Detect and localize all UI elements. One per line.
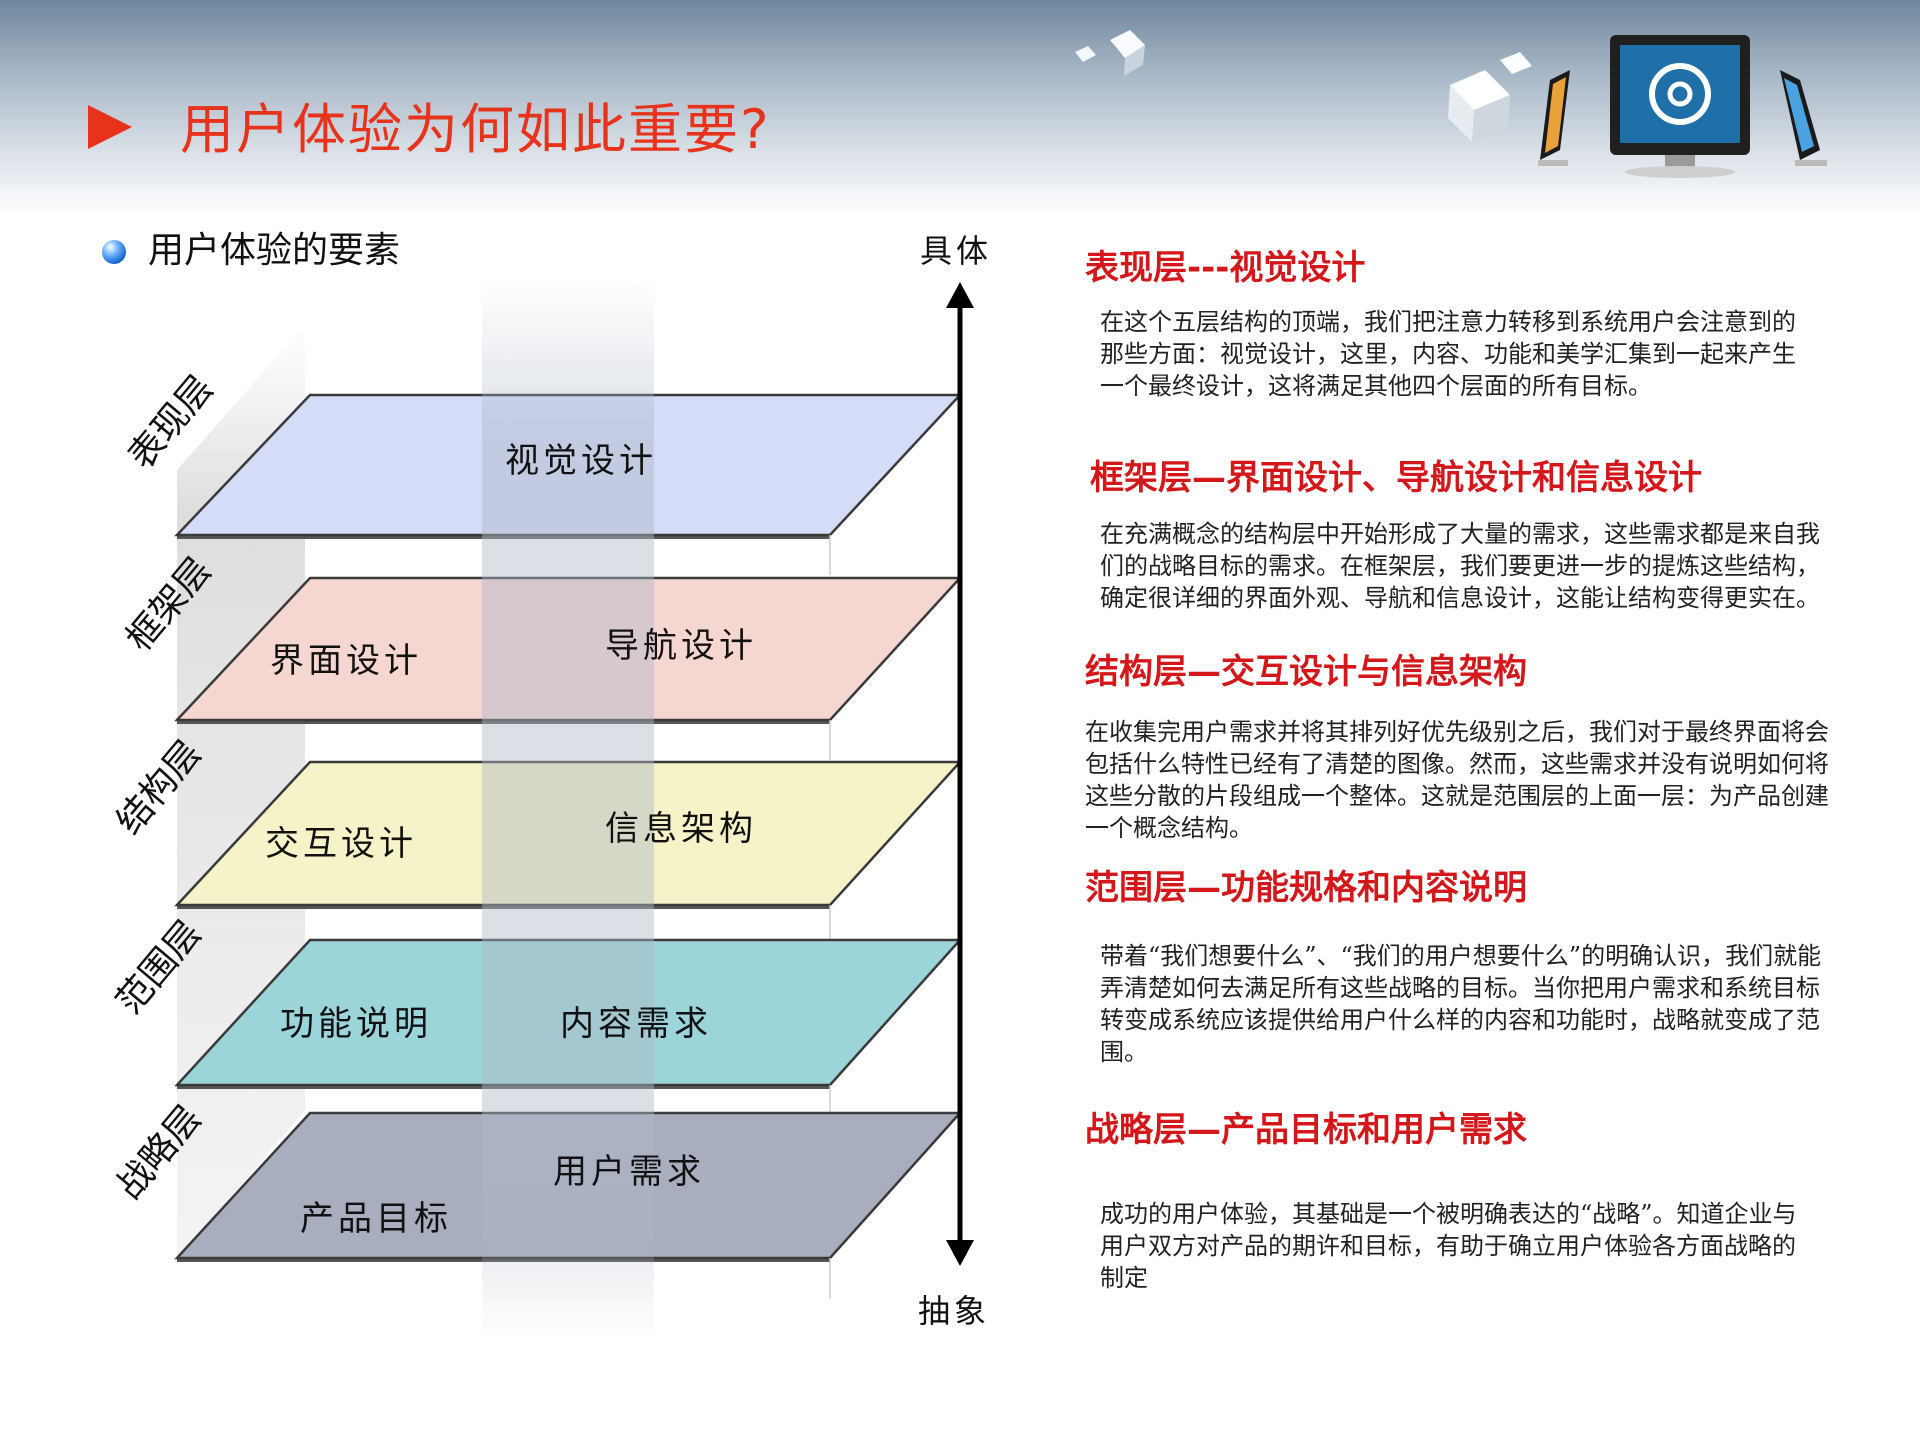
desc-title-structure: 结构层—交互设计与信息架构 [1085,652,1527,692]
desc-text-scope: 带着“我们想要什么”、“我们的用户想要什么”的明确认识，我们就能弄清楚如何去满足… [1100,942,1822,1066]
axis-up-arrow-icon [946,282,974,308]
desc-title-surface: 表现层---视觉设计 [1085,248,1366,288]
layer-cell-label: 产品目标 [300,1199,452,1239]
axis-down-arrow-icon [946,1240,974,1266]
header-band [0,0,1920,215]
monitor-icon [1538,70,1570,166]
monitor-icon [1780,70,1827,166]
cube-icon [1448,52,1532,142]
desc-title-scope: 范围层—功能规格和内容说明 [1085,868,1527,908]
desc-text-skeleton: 在充满概念的结构层中开始形成了大量的需求，这些需求都是来自我们的战略目标的需求。… [1100,520,1820,612]
desc-title-strategy: 战略层—产品目标和用户需求 [1085,1110,1527,1150]
header-illustration [1075,30,1827,178]
section-heading: 用户体验的要素 [148,230,401,271]
bullet-icon [102,240,126,264]
desc-title-skeleton: 框架层—界面设计、导航设计和信息设计 [1090,458,1702,498]
vertical-beam [482,280,654,1340]
layer-cell-label: 信息架构 [605,809,757,849]
axis-top-label: 具体 [920,232,992,270]
axis-bottom-label: 抽象 [918,1292,990,1330]
layer-cell-label: 交互设计 [265,824,417,864]
desc-text-strategy: 成功的用户体验，其基础是一个被明确表达的“战略”。知道企业与用户双方对产品的期许… [1100,1200,1797,1292]
cube-icon [1075,30,1145,76]
layer-cell-label: 界面设计 [270,641,422,681]
desc-text-surface: 在这个五层结构的顶端，我们把注意力转移到系统用户会注意到的那些方面：视觉设计，这… [1100,308,1796,400]
layer-cell-label: 用户需求 [553,1152,705,1192]
title-arrow-icon [88,105,132,149]
layer-cell-label: 视觉设计 [505,441,657,481]
monitor-icon [1610,35,1750,178]
page-title: 用户体验为何如此重要? [180,98,771,161]
layer-cell-label: 内容需求 [560,1004,712,1044]
layer-cell-label: 功能说明 [280,1004,432,1044]
desc-text-structure: 在收集完用户需求并将其排列好优先级别之后，我们对于最终界面将会包括什么特性已经有… [1085,718,1829,842]
layer-cell-label: 导航设计 [605,626,757,666]
